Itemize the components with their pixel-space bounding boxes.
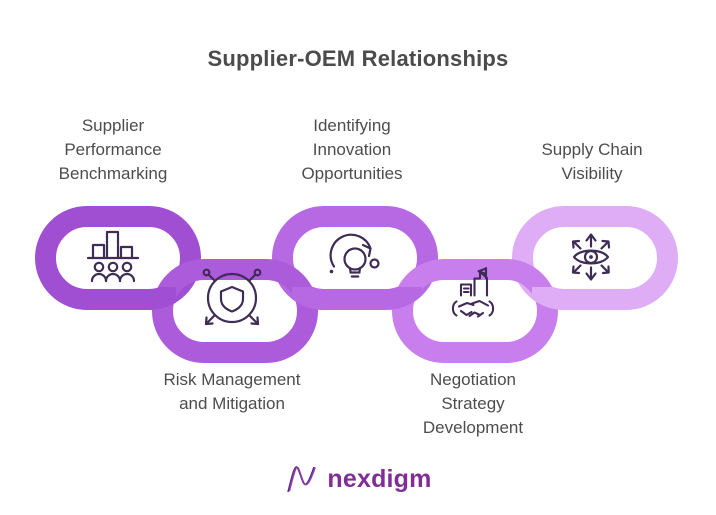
handshake-factory-icon: [451, 266, 495, 318]
label-line: Visibility: [561, 164, 623, 183]
label-line: Negotiation: [429, 370, 516, 389]
bar-chart-people-icon: [86, 230, 140, 283]
lightbulb-refresh-icon: [329, 233, 380, 278]
shield-network-icon: [202, 268, 262, 326]
label-line: Risk Management: [163, 370, 301, 389]
brand-logo: nexdigm: [0, 461, 716, 497]
label-supplier-performance-benchmarking: Supplier Performance Benchmarking: [23, 114, 203, 186]
page-title: Supplier-OEM Relationships: [207, 46, 509, 71]
chain-link-5: [512, 206, 678, 310]
brand-name: nexdigm: [327, 464, 432, 493]
chain-link-4: [392, 259, 558, 363]
label-line: Identifying: [313, 116, 391, 135]
eye-arrows-icon: [571, 233, 611, 281]
label-line: Strategy: [441, 394, 505, 413]
label-line: Performance: [64, 140, 162, 159]
label-identifying-innovation-opportunities: Identifying Innovation Opportunities: [262, 114, 442, 186]
label-line: Supplier: [81, 116, 145, 135]
label-negotiation-strategy-development: Negotiation Strategy Development: [383, 368, 563, 440]
label-line: Benchmarking: [58, 164, 168, 183]
chain-link-1: [35, 206, 201, 310]
label-line: Development: [422, 418, 524, 437]
label-line: and Mitigation: [179, 394, 285, 413]
label-line: Opportunities: [301, 164, 403, 183]
label-line: Supply Chain: [541, 140, 643, 159]
nexdigm-n-icon: [287, 466, 317, 493]
label-risk-management-and-mitigation: Risk Management and Mitigation: [142, 368, 322, 416]
chain-link-3: [272, 206, 438, 310]
chain-link-2: [152, 259, 318, 363]
label-line: Innovation: [312, 140, 392, 159]
label-supply-chain-visibility: Supply Chain Visibility: [502, 138, 682, 186]
